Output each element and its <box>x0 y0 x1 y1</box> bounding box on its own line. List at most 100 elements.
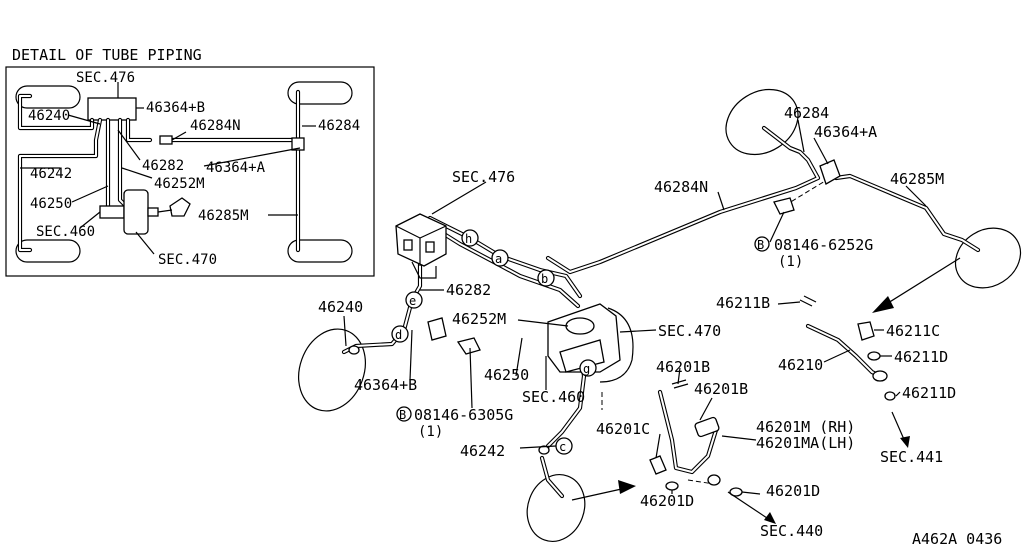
label-46201d-1: 46201D <box>640 492 694 510</box>
clip-letter-a: a <box>495 252 502 266</box>
wheel-rear-left <box>15 239 81 263</box>
wheel-front-left <box>15 85 81 109</box>
clip-letter-e: e <box>409 294 416 308</box>
bolt-46201c <box>649 455 667 475</box>
detail-label-46282: 46282 <box>142 158 184 174</box>
detail-label-46252m: 46252M <box>154 176 205 192</box>
label-bolt-08146-6252g: 08146-6252G <box>774 236 873 254</box>
clip-letter-c: c <box>559 440 566 454</box>
label-46250: 46250 <box>484 366 529 384</box>
bolt-symbol-b <box>396 406 412 422</box>
label-46201ma-lh: 46201MA(LH) <box>756 434 855 452</box>
clip-letter-g: g <box>583 362 590 376</box>
brake-booster <box>123 189 149 235</box>
label-46211c: 46211C <box>886 322 940 340</box>
clip-letters: h a b e d g c <box>391 229 597 455</box>
detail-connector-a <box>291 137 305 151</box>
detail-title: DETAIL OF TUBE PIPING <box>12 46 202 64</box>
label-46201d-2: 46201D <box>766 482 820 500</box>
label-46364a: 46364+A <box>814 123 877 141</box>
tube-line-inner <box>835 175 979 251</box>
tube-line-inner <box>427 223 579 307</box>
tube-line-inner <box>19 119 101 251</box>
detail-label-46364b: 46364+B <box>146 100 205 116</box>
fitting-46210-end <box>872 370 888 382</box>
svg-text:B: B <box>757 238 764 252</box>
abs-actuator <box>395 213 447 267</box>
label-sec476: SEC.476 <box>452 168 515 186</box>
disc-front-left <box>298 328 366 412</box>
label-46211d-2: 46211D <box>902 384 956 402</box>
detail-label-sec470: SEC.470 <box>158 252 217 268</box>
label-46252m: 46252M <box>452 310 506 328</box>
booster-fitting <box>169 197 191 217</box>
washer-46201d-1 <box>665 481 679 491</box>
arrow-to-46201m <box>618 480 636 494</box>
figure-code: A462A 0436 <box>912 530 1002 548</box>
label-46211d-1: 46211D <box>894 348 948 366</box>
disc-rear-right <box>725 88 799 156</box>
svg-text:B: B <box>399 408 406 422</box>
detail-connector-b <box>159 135 173 145</box>
label-46282: 46282 <box>446 281 491 299</box>
label-46284: 46284 <box>784 104 829 122</box>
detail-label-46240: 46240 <box>28 108 70 124</box>
bolt-08146-6305g <box>456 337 481 355</box>
label-sec441: SEC.441 <box>880 448 943 466</box>
tube-line-inner <box>19 95 93 129</box>
arrow-to-46210 <box>872 296 894 313</box>
main-diagram: h a b e d g c B B <box>298 88 1022 542</box>
tube-line <box>539 455 565 499</box>
label-46201b-1: 46201B <box>656 358 710 376</box>
label-46201m-rh: 46201M (RH) <box>756 418 855 436</box>
junction-46364a <box>819 159 841 185</box>
detail-inset: DETAIL OF TUBE PIPING <box>5 46 375 277</box>
label-46211b: 46211B <box>716 294 770 312</box>
label-46240: 46240 <box>318 298 363 316</box>
clip-letter-h: h <box>465 232 472 246</box>
clip-46201b-1 <box>671 379 689 389</box>
clip-letter-b: b <box>541 272 548 286</box>
detail-label-46364a: 46364+A <box>206 160 266 176</box>
clip-letter-d: d <box>395 328 402 342</box>
label-46201b-2: 46201B <box>694 380 748 398</box>
bolt-46211c <box>857 321 875 341</box>
detail-label-46285m: 46285M <box>198 208 249 224</box>
washer-46211d-2 <box>884 391 896 401</box>
wheel-rear-right <box>287 239 353 263</box>
reservoir-cap <box>565 317 595 335</box>
bolt-08146-6252g <box>773 197 795 215</box>
detail-label-46242: 46242 <box>30 166 72 182</box>
detail-label-46250: 46250 <box>30 196 72 212</box>
label-sec470: SEC.470 <box>658 322 721 340</box>
washer-46211d-1 <box>867 351 881 361</box>
label-sec440: SEC.440 <box>760 522 823 540</box>
label-46201c: 46201C <box>596 420 650 438</box>
arrow-to-sec441 <box>900 436 910 448</box>
tube-line-inner <box>127 119 151 141</box>
tube-line-inner <box>547 127 819 273</box>
label-46242: 46242 <box>460 442 505 460</box>
clip-46211b <box>799 295 817 307</box>
actuator-block <box>87 97 137 121</box>
detail-label-46284n: 46284N <box>190 118 241 134</box>
label-46210: 46210 <box>778 356 823 374</box>
label-bolt-08146-6252g-qty: (1) <box>778 254 803 270</box>
disc-front-right <box>526 474 586 542</box>
arrow-to-sec440 <box>764 512 776 524</box>
label-sec460: SEC.460 <box>522 388 585 406</box>
label-46285m: 46285M <box>890 170 944 188</box>
bolt-symbol-a <box>754 236 770 252</box>
master-cylinder <box>99 205 125 219</box>
label-bolt-08146-6305g-qty: (1) <box>418 424 443 440</box>
detail-label-sec476: SEC.476 <box>76 70 135 86</box>
tube-line-inner <box>541 457 563 497</box>
label-bolt-08146-6305g: 08146-6305G <box>414 406 513 424</box>
disc-rear-left <box>954 227 1022 289</box>
tube-line <box>125 117 153 143</box>
detail-label-sec460: SEC.460 <box>36 224 95 240</box>
label-46284n: 46284N <box>654 178 708 196</box>
label-46364b: 46364+B <box>354 376 417 394</box>
junction-46364b <box>427 317 447 341</box>
